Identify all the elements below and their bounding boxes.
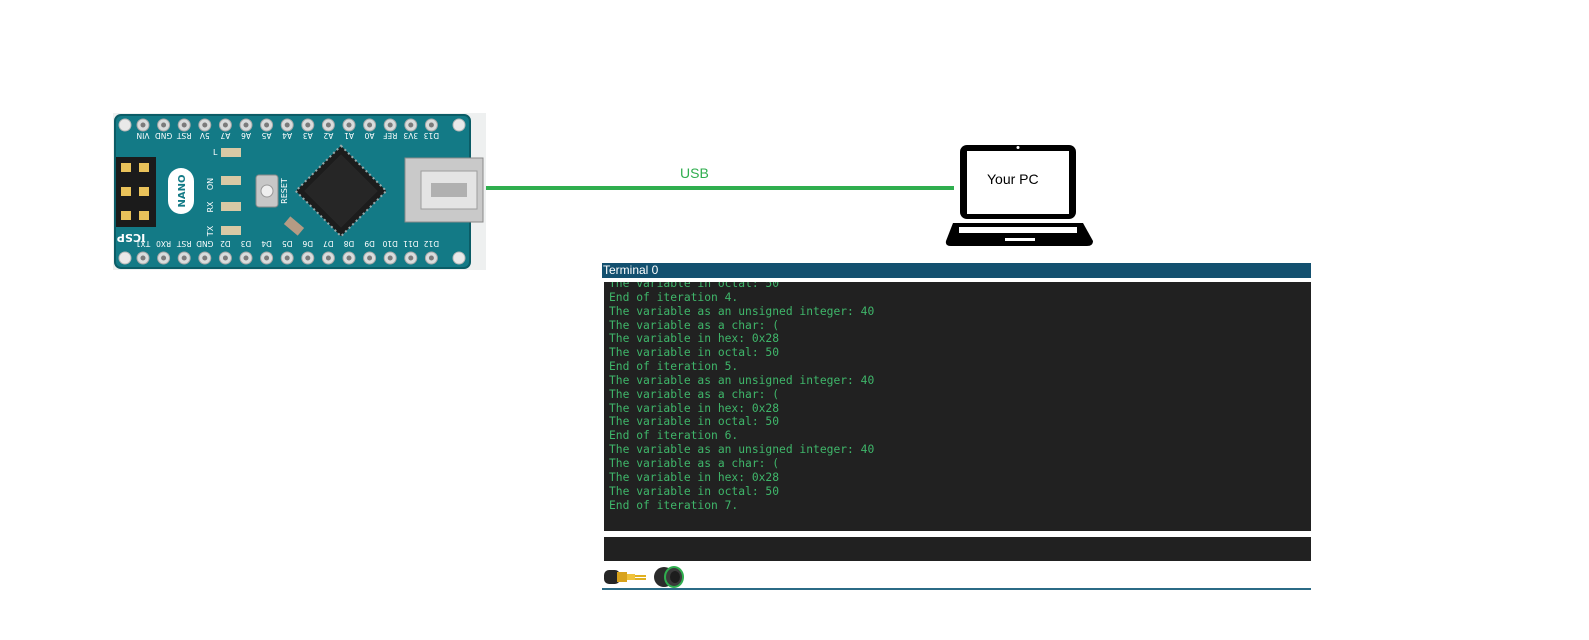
board-pin-hole [243,122,249,128]
board-pin-label: A4 [282,131,292,140]
terminal-line: The variable in octal: 50 [609,484,780,498]
board-pin-hole [408,255,414,261]
board-pin-hole [202,122,208,128]
led-l-label: L [213,148,218,157]
board-pin-hole [264,122,270,128]
board-pin-hole [284,122,290,128]
board-pin-label: A2 [323,131,333,140]
usb-cable [486,186,954,190]
board-pin-hole [387,255,393,261]
terminal-bottom-border [602,588,1311,590]
board-pin-label: A7 [220,131,230,140]
board-pin-hole [325,122,331,128]
terminal-line: The variable as an unsigned integer: 40 [609,373,875,387]
terminal-line: The variable in octal: 50 [609,282,780,290]
terminal-line: The variable as a char: ( [609,456,780,470]
board-pin-hole [222,255,228,261]
board-pin-hole [222,122,228,128]
terminal-line: The variable in hex: 0x28 [609,401,780,415]
terminal-toolbar [602,563,1311,589]
board-pin-hole [346,122,352,128]
board-pin-label: RST [177,239,192,248]
board-pin-label: VIN [137,131,150,140]
board-pin-label: D9 [364,239,375,248]
board-pin-label: A1 [344,131,354,140]
board-pin-hole [140,122,146,128]
terminal-input[interactable] [604,537,1311,561]
arduino-nano-board: VIN GND RST 5V A7 A6 A5 A4 A3 A2 A1 A0 REF 3V3 D13 TX1… [113,113,486,270]
board-pin-label: A0 [364,131,374,140]
terminal-line: End of iteration 6. [609,429,739,443]
board-pin-hole [181,122,187,128]
terminal-line: The variable as a char: ( [609,318,780,332]
board-pin-label: A3 [303,131,313,140]
board-pin-label: D13 [424,131,440,140]
board-pin-label: GND [196,239,213,248]
board-pin-hole [325,255,331,261]
board-pin-hole [202,255,208,261]
board-pin-hole [181,255,187,261]
board-pin-label: D4 [261,239,272,248]
board-pin-hole [284,255,290,261]
board-pin-hole [428,122,434,128]
terminal-line: The variable as a char: ( [609,387,780,401]
terminal-line: The variable in octal: 50 [609,415,780,429]
terminal-title: Terminal 0 [602,263,1311,278]
pc-label: Your PC [987,171,1039,187]
board-pin-label: D11 [403,239,419,248]
board-pin-hole [367,255,373,261]
terminal-line: The variable in hex: 0x28 [609,332,780,346]
board-pin-label: A6 [241,131,251,140]
terminal-line: The variable in octal: 50 [609,346,780,360]
board-pin-hole [140,255,146,261]
board-pin-label: 3V3 [403,131,418,140]
board-pin-label: GND [155,131,172,140]
board-pin-label: 5V [199,131,210,140]
board-pin-hole [264,255,270,261]
terminal-line: The variable in hex: 0x28 [609,470,780,484]
board-pin-hole [305,255,311,261]
board-pin-label: D12 [424,239,440,248]
board-pin-hole [305,122,311,128]
board-pin-hole [408,122,414,128]
led-tx-label: TX [206,225,215,237]
board-pin-label: REF [383,131,397,140]
board-pin-hole [367,122,373,128]
board-pin-label: RST [177,131,192,140]
terminal-line: End of iteration 5. [609,360,739,374]
board-pin-label: A5 [261,131,271,140]
laptop-icon [945,145,1093,246]
board-pin-label: RX0 [156,239,171,248]
terminal-line: End of iteration 7. [609,498,739,512]
reset-label: RESET [280,178,289,204]
board-pin-hole [161,255,167,261]
disconnect-plug-icon[interactable] [654,566,686,588]
connect-plug-icon[interactable] [604,566,646,588]
led-on-label: ON [206,178,215,190]
board-pin-hole [387,122,393,128]
board-pin-label: D3 [240,239,251,248]
board-pin-hole [428,255,434,261]
board-pin-label: D2 [220,239,231,248]
usb-label: USB [680,165,709,181]
board-pin-hole [346,255,352,261]
board-pin-hole [243,255,249,261]
board-pin-label: D8 [343,239,354,248]
terminal-line: The variable as an unsigned integer: 40 [609,304,875,318]
board-pin-label: D6 [302,239,313,248]
board-pin-label: D7 [323,239,334,248]
led-rx-label: RX [206,201,215,213]
board-pin-label: D10 [382,239,398,248]
terminal-line: The variable as an unsigned integer: 40 [609,443,875,457]
nano-label: NANO [177,175,188,208]
terminal-line: End of iteration 4. [609,290,739,304]
icsp-label: ICSP [117,231,145,244]
board-pin-hole [161,122,167,128]
board-pin-label: TX1 [136,239,152,248]
board-pin-label: D5 [282,239,293,248]
